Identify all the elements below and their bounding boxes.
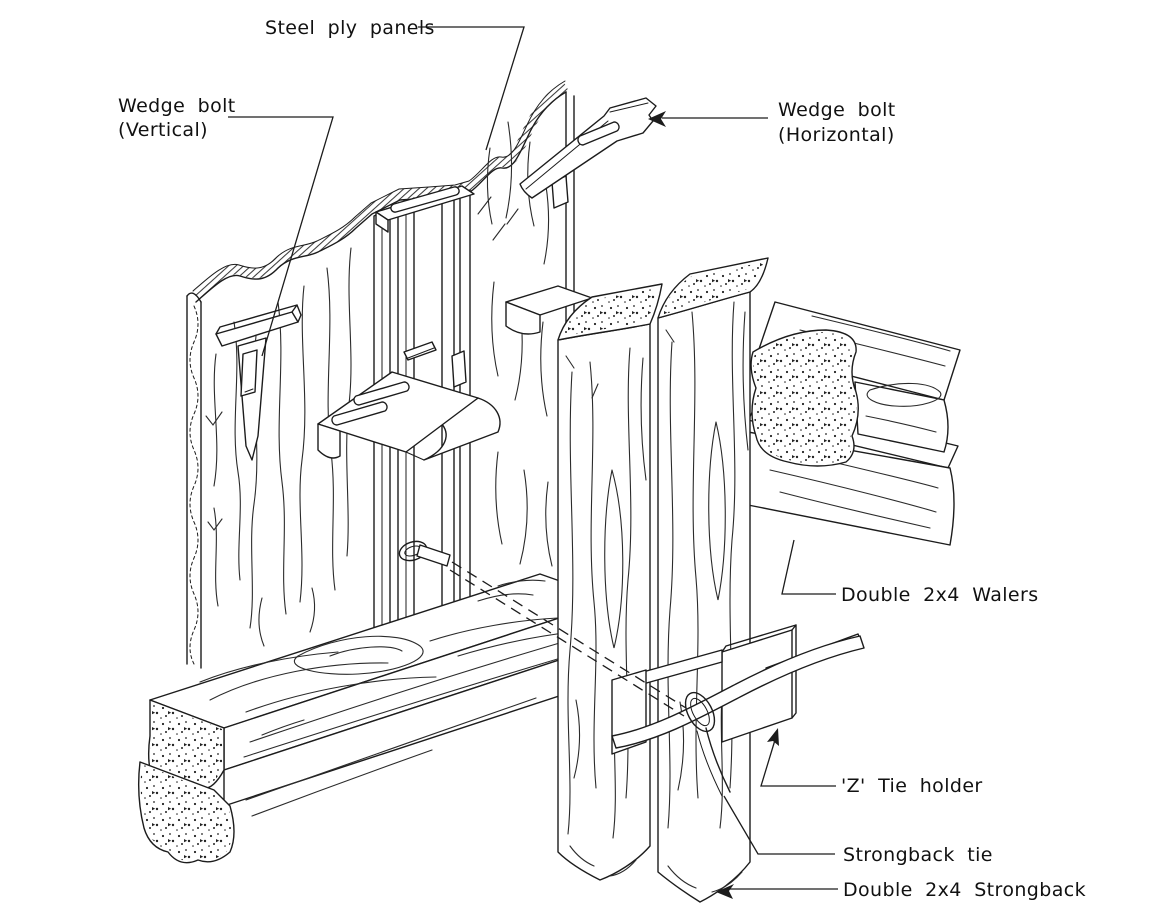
label-wedge-bolt-horizontal-line1: Wedge bolt <box>778 99 896 121</box>
label-double-2x4-walers: Double 2x4 Walers <box>841 584 1039 606</box>
leader-wedge-bolt-vertical <box>228 116 334 357</box>
wedge-bolt-horizontal <box>519 97 657 199</box>
leader-steel-ply-panels <box>418 26 525 151</box>
labels: Steel ply panels Wedge bolt (Vertical) W… <box>118 17 1086 901</box>
label-double-2x4-strongback: Double 2x4 Strongback <box>843 879 1086 901</box>
panel-top-hatch-band <box>192 81 569 300</box>
label-strongback-tie: Strongback tie <box>843 844 993 866</box>
wedge-bolt-vertical <box>215 304 302 461</box>
waler-grain-top <box>199 579 573 713</box>
waler-bracket-upper <box>505 285 593 335</box>
label-wedge-bolt-vertical-line1: Wedge bolt <box>118 95 236 117</box>
plywood-grain-back <box>477 121 553 567</box>
z-tie-holder-strongback <box>611 624 865 755</box>
panel-top-edge-outer <box>192 80 566 292</box>
panel-left-edge <box>186 292 202 669</box>
label-wedge-bolt-horizontal-line2: (Horizontal) <box>778 124 895 146</box>
rail-slot <box>403 341 437 361</box>
tie-rod-dashed <box>449 561 687 717</box>
arrowhead-wedge-bolt-horizontal <box>648 111 666 127</box>
rail-slot <box>451 350 467 388</box>
waler-grain-front <box>243 636 589 817</box>
strongback-back-post <box>657 257 769 903</box>
arrowhead-z-tie-holder <box>767 728 779 746</box>
leader-z-tie-holder <box>760 739 836 787</box>
double-2x4-walers-upper <box>747 301 961 546</box>
leader-strongback-tie <box>723 795 835 855</box>
leader-lines <box>228 26 838 899</box>
strongback-tie-loop <box>684 691 731 797</box>
label-wedge-bolt-vertical-line2: (Vertical) <box>118 119 208 141</box>
panel-top-broken-edge <box>195 91 567 303</box>
joint-top-rail-slot <box>390 186 460 213</box>
joint-top-rail-flange <box>375 211 389 233</box>
double-2x4-walers-lower <box>137 573 615 864</box>
label-z-tie-holder: 'Z' Tie holder <box>841 775 983 797</box>
label-steel-ply-panels: Steel ply panels <box>265 17 435 39</box>
strongback-front-post <box>557 283 663 881</box>
z-tie-holder-wall-bracket <box>317 371 501 461</box>
arrowhead-double-2x4-strongback <box>716 884 734 899</box>
leader-double-2x4-walers <box>781 539 836 595</box>
strongback-grain <box>665 301 749 829</box>
tie-end-loop <box>398 540 451 567</box>
